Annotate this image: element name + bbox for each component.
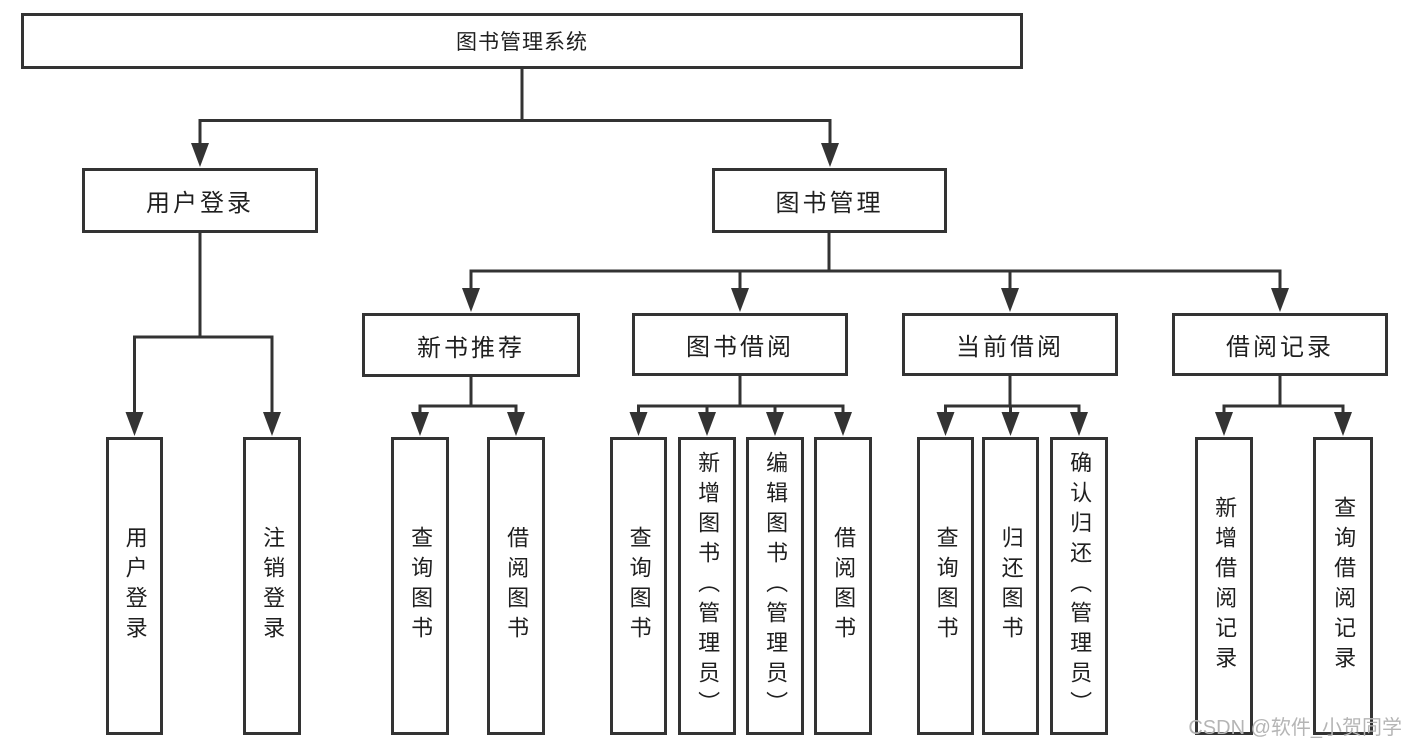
node-label: 确认归还（管理员）: [1067, 451, 1093, 721]
leaf-logout: 注销登录: [243, 437, 301, 735]
connector-current-borrowing-children: [944, 376, 1081, 416]
arrowhead: [834, 412, 852, 436]
connector-root-to-level1: [198, 69, 832, 147]
arrowhead: [766, 412, 784, 436]
node-label: 注销登录: [260, 526, 286, 646]
node-label: 新增借阅记录: [1212, 496, 1238, 676]
leaf-user-login: 用户登录: [106, 437, 163, 735]
node-label: 查询图书: [933, 526, 959, 646]
leaf-return-books: 归还图书: [982, 437, 1039, 735]
arrowhead: [731, 288, 749, 312]
csdn-watermark: CSDN @软件_小贺同学: [1188, 717, 1402, 739]
node-book-management: 图书管理: [712, 168, 947, 233]
node-label: 查询图书: [408, 526, 434, 646]
arrowhead: [1001, 288, 1019, 312]
arrowhead: [821, 143, 839, 167]
node-label: 借阅图书: [831, 526, 857, 646]
connector-book-borrowing-children: [637, 376, 845, 416]
arrowhead: [1215, 412, 1233, 436]
node-label: 查询借阅记录: [1331, 496, 1357, 676]
leaf-query-books-recommend: 查询图书: [391, 437, 449, 735]
leaf-query-books-current: 查询图书: [917, 437, 974, 735]
arrowhead: [411, 412, 429, 436]
connector-book-management-children: [469, 233, 1282, 292]
arrowhead: [629, 412, 648, 436]
node-new-book-recommendation: 新书推荐: [362, 313, 580, 377]
leaf-add-borrow-record: 新增借阅记录: [1195, 437, 1253, 735]
arrowhead: [462, 288, 480, 312]
arrowhead: [191, 143, 209, 167]
arrowhead: [125, 412, 144, 436]
node-label: 图书管理系统: [456, 31, 588, 54]
leaf-add-books-admin: 新增图书（管理员）: [678, 437, 736, 735]
node-label: 编辑图书（管理员）: [763, 451, 789, 721]
arrowhead: [936, 412, 955, 436]
node-label: 归还图书: [998, 526, 1024, 646]
node-label: 图书管理: [775, 190, 884, 217]
connector-borrowing-records-children: [1222, 376, 1345, 416]
node-label: 新增图书（管理员）: [695, 451, 721, 721]
node-library-management-system: 图书管理系统: [21, 13, 1023, 69]
node-label: 借阅记录: [1226, 334, 1334, 361]
node-current-borrowing: 当前借阅: [902, 313, 1118, 376]
arrowhead: [263, 412, 281, 436]
node-user-login: 用户登录: [82, 168, 318, 233]
connector-user-login-children: [133, 233, 274, 416]
arrowhead: [698, 412, 716, 436]
arrowhead: [1334, 412, 1352, 436]
arrowhead: [507, 412, 525, 436]
node-label: 图书借阅: [686, 334, 794, 361]
node-book-borrowing: 图书借阅: [632, 313, 848, 376]
node-label: 用户登录: [122, 526, 148, 646]
node-label: 查询图书: [626, 526, 652, 646]
arrowhead: [1070, 412, 1088, 436]
leaf-borrow-books-recommend: 借阅图书: [487, 437, 545, 735]
arrowhead: [1271, 288, 1289, 312]
node-borrowing-records: 借阅记录: [1172, 313, 1388, 376]
node-label: 借阅图书: [504, 526, 530, 646]
node-label: 用户登录: [146, 190, 254, 217]
leaf-edit-books-admin: 编辑图书（管理员）: [746, 437, 804, 735]
leaf-borrow-books-borrowing: 借阅图书: [814, 437, 872, 735]
arrowhead: [1001, 412, 1020, 436]
leaf-query-borrow-record: 查询借阅记录: [1313, 437, 1373, 735]
connector-new-book-children: [418, 377, 518, 416]
leaf-confirm-return-admin: 确认归还（管理员）: [1050, 437, 1108, 735]
node-label: 新书推荐: [417, 334, 525, 362]
leaf-query-books-borrowing: 查询图书: [610, 437, 667, 735]
node-label: 当前借阅: [956, 334, 1064, 361]
